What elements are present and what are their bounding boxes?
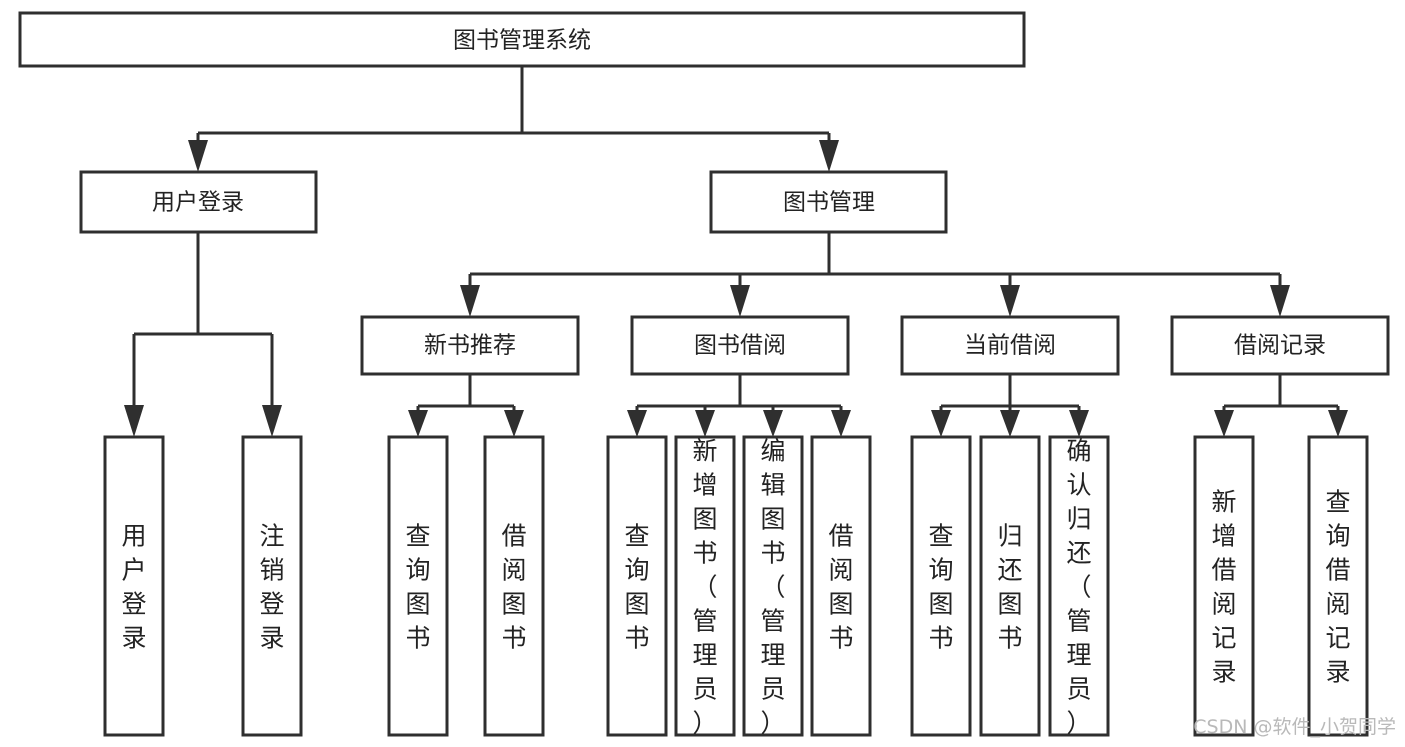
arrow-head-leaf-query-record — [1328, 410, 1348, 437]
node-leaf-return-book[interactable]: 归还图书 — [979, 435, 1041, 737]
watermark-label: CSDN @软件_小贺同学 — [1193, 716, 1396, 738]
node-leaf-return-book-label: 归还图书 — [997, 522, 1022, 653]
node-current-borrow-box[interactable] — [900, 315, 1120, 376]
node-leaf-edit-book-label: 编辑图书（管理员） — [760, 437, 785, 738]
node-leaf-borrow-book-1[interactable]: 借阅图书 — [483, 435, 545, 737]
node-root-label: 图书管理系统 — [453, 28, 591, 54]
arrow-head-leaf-query-book-3 — [931, 410, 951, 437]
node-leaf-query-record[interactable]: 查询借阅记录 — [1307, 435, 1369, 737]
connector-layer — [124, 66, 1348, 437]
node-leaf-query-book-3-box[interactable] — [910, 435, 972, 737]
arrow-head-leaf-return-book — [1000, 410, 1020, 437]
node-leaf-add-book-box[interactable] — [674, 435, 736, 737]
arrow-head-current-borrow — [1000, 285, 1020, 317]
node-book-borrow-label: 图书借阅 — [694, 333, 786, 359]
node-leaf-user-logout-box[interactable] — [241, 435, 303, 737]
node-leaf-add-record[interactable]: 新增借阅记录 — [1193, 435, 1255, 737]
node-book-borrow[interactable]: 图书借阅 — [630, 315, 850, 376]
node-current-borrow-label: 当前借阅 — [964, 333, 1056, 359]
node-leaf-borrow-book-1-label: 借阅图书 — [501, 522, 526, 653]
node-user-login-label: 用户登录 — [152, 190, 244, 216]
node-borrow-record-box[interactable] — [1170, 315, 1390, 376]
arrow-head-leaf-add-record — [1214, 410, 1234, 437]
node-leaf-borrow-book-2-box[interactable] — [810, 435, 872, 737]
node-new-book-recommend-label: 新书推荐 — [424, 333, 516, 359]
node-leaf-query-book-1[interactable]: 查询图书 — [387, 435, 449, 737]
arrow-head-leaf-borrow-book-2 — [831, 410, 851, 437]
arrow-head-leaf-confirm-return — [1069, 410, 1089, 437]
arrow-head-book-management — [819, 140, 839, 172]
node-new-book-recommend[interactable]: 新书推荐 — [360, 315, 580, 376]
node-book-management-box[interactable] — [709, 170, 948, 234]
node-user-login-box[interactable] — [79, 170, 318, 234]
arrow-head-book-borrow — [730, 285, 750, 317]
node-leaf-query-book-3[interactable]: 查询图书 — [910, 435, 972, 737]
node-root-box[interactable] — [18, 11, 1026, 68]
node-leaf-add-book[interactable]: 新增图书（管理员） — [674, 435, 736, 738]
node-leaf-user-logout[interactable]: 注销登录 — [241, 435, 303, 737]
node-leaf-query-book-1-box[interactable] — [387, 435, 449, 737]
arrow-head-leaf-edit-book — [763, 410, 783, 437]
arrow-head-leaf-query-book-2 — [627, 410, 647, 437]
node-leaf-confirm-return[interactable]: 确认归还（管理员） — [1048, 435, 1110, 738]
node-leaf-edit-book-box[interactable] — [742, 435, 804, 737]
node-borrow-record-label: 借阅记录 — [1234, 333, 1326, 359]
node-leaf-borrow-book-2[interactable]: 借阅图书 — [810, 435, 872, 737]
node-leaf-user-login-label: 用户登录 — [121, 522, 146, 653]
node-leaf-user-logout-label: 注销登录 — [259, 522, 284, 653]
node-leaf-user-login[interactable]: 用户登录 — [103, 435, 165, 737]
node-leaf-query-book-1-label: 查询图书 — [405, 522, 430, 653]
node-leaf-query-record-box[interactable] — [1307, 435, 1369, 737]
node-leaf-user-login-box[interactable] — [103, 435, 165, 737]
node-leaf-add-record-label: 新增借阅记录 — [1211, 488, 1236, 687]
node-book-management[interactable]: 图书管理 — [709, 170, 948, 234]
node-leaf-return-book-box[interactable] — [979, 435, 1041, 737]
arrow-head-leaf-query-book-1 — [408, 410, 428, 437]
node-leaf-query-book-3-label: 查询图书 — [928, 522, 953, 653]
node-leaf-confirm-return-box[interactable] — [1048, 435, 1110, 737]
node-leaf-query-record-label: 查询借阅记录 — [1325, 488, 1350, 687]
node-leaf-query-book-2[interactable]: 查询图书 — [606, 435, 668, 737]
node-leaf-add-record-box[interactable] — [1193, 435, 1255, 737]
node-leaf-query-book-2-box[interactable] — [606, 435, 668, 737]
node-leaf-edit-book[interactable]: 编辑图书（管理员） — [742, 435, 804, 738]
arrow-head-leaf-user-logout — [262, 405, 282, 437]
node-borrow-record[interactable]: 借阅记录 — [1170, 315, 1390, 376]
node-book-borrow-box[interactable] — [630, 315, 850, 376]
arrow-head-leaf-borrow-book-1 — [504, 410, 524, 437]
node-leaf-query-book-2-label: 查询图书 — [624, 522, 649, 653]
node-root[interactable]: 图书管理系统 — [18, 11, 1026, 68]
node-book-management-label: 图书管理 — [783, 190, 875, 216]
node-leaf-borrow-book-1-box[interactable] — [483, 435, 545, 737]
node-leaf-borrow-book-2-label: 借阅图书 — [828, 522, 853, 653]
node-new-book-recommend-box[interactable] — [360, 315, 580, 376]
node-leaf-confirm-return-label: 确认归还（管理员） — [1066, 437, 1091, 738]
node-user-login[interactable]: 用户登录 — [79, 170, 318, 234]
arrow-head-new-book-recommend — [460, 285, 480, 317]
node-leaf-add-book-label: 新增图书（管理员） — [692, 437, 717, 738]
arrow-head-borrow-record — [1270, 285, 1290, 317]
arrow-head-user-login — [188, 140, 208, 172]
arrow-head-leaf-add-book — [695, 410, 715, 437]
node-current-borrow[interactable]: 当前借阅 — [900, 315, 1120, 376]
arrow-head-leaf-user-login — [124, 405, 144, 437]
